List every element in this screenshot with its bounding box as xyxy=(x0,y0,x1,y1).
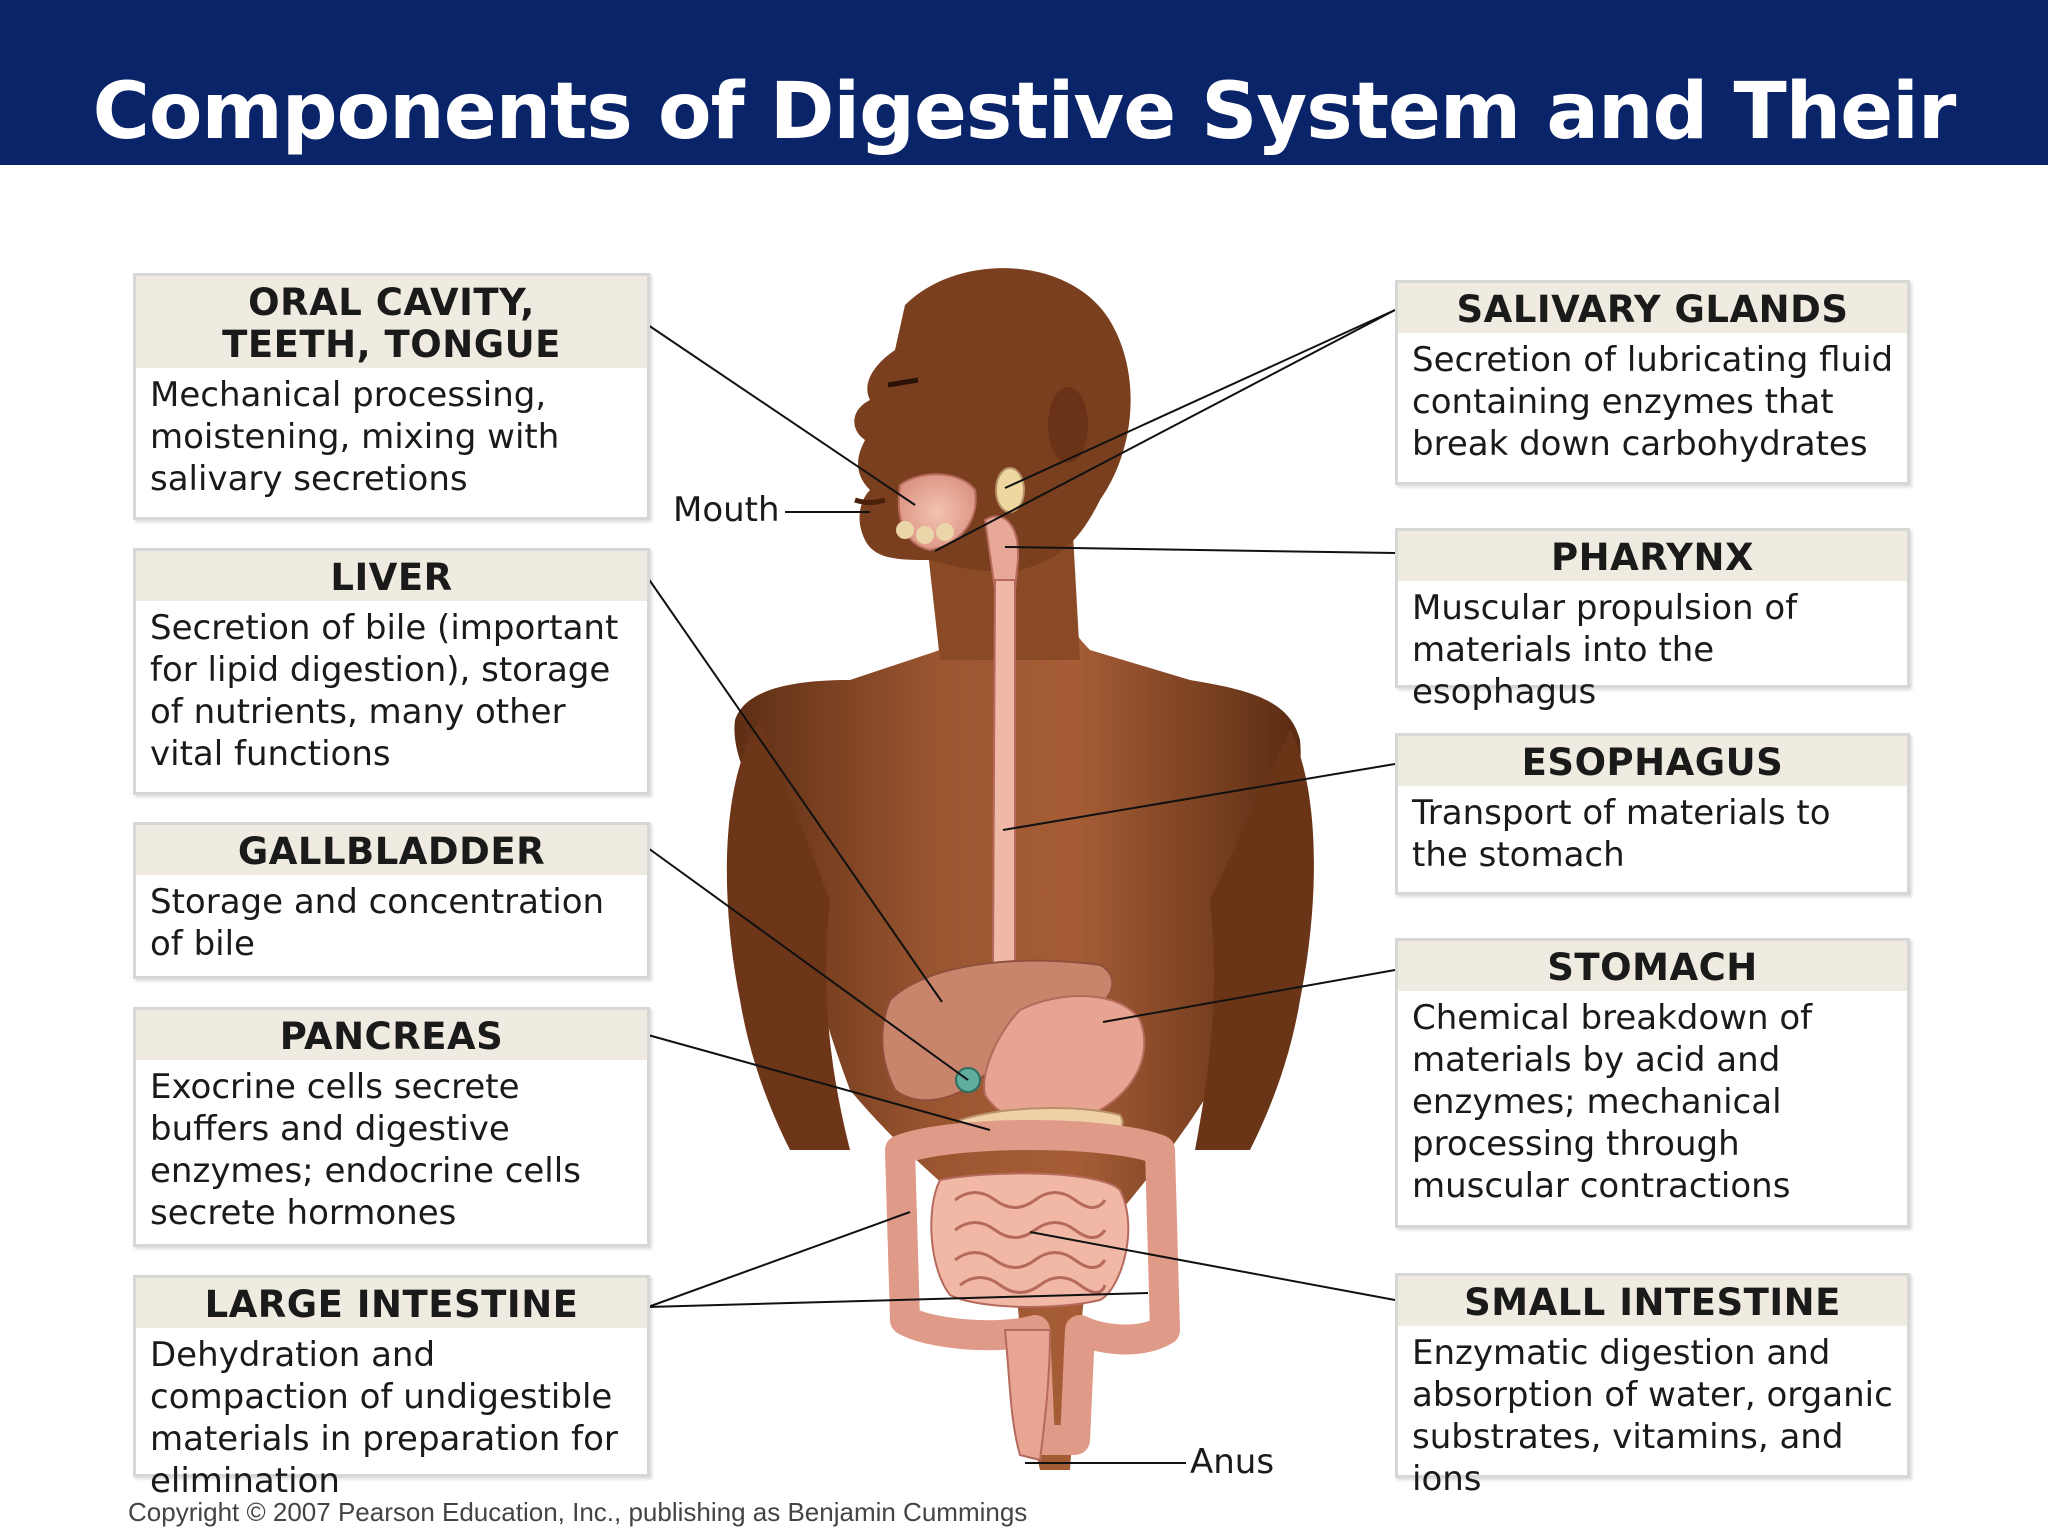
info-box-pancreas: PANCREAS Exocrine cells secrete buffers … xyxy=(133,1007,650,1247)
box-title: SALIVARY GLANDS xyxy=(1398,283,1907,333)
info-box-pharynx: PHARYNX Muscular propulsion of materials… xyxy=(1395,528,1910,712)
box-description: Enzymatic digestion and absorption of wa… xyxy=(1412,1333,1893,1499)
info-box-large-intestine: LARGE INTESTINE Dehydration and compacti… xyxy=(133,1275,650,1501)
box-title: LARGE INTESTINE xyxy=(136,1278,647,1328)
info-box-oral-cavity: ORAL CAVITY, TEETH, TONGUE Mechanical pr… xyxy=(133,273,650,520)
copyright-notice: Copyright © 2007 Pearson Education, Inc.… xyxy=(128,1497,1028,1527)
digestive-organs xyxy=(881,467,1180,1462)
box-title: LIVER xyxy=(136,551,647,601)
anatomy-illustration xyxy=(647,268,1396,1470)
box-title: SMALL INTESTINE xyxy=(1398,1276,1907,1326)
box-title: PANCREAS xyxy=(136,1010,647,1060)
title-banner: Components of Digestive System and Their… xyxy=(0,0,2048,257)
info-box-liver: LIVER Secretion of bile (important for l… xyxy=(133,548,650,795)
leader-lines xyxy=(647,309,1396,1464)
box-description: Chemical breakdown of materials by acid … xyxy=(1412,998,1813,1206)
box-title: ORAL CAVITY, TEETH, TONGUE xyxy=(136,276,647,368)
box-title: STOMACH xyxy=(1398,941,1907,991)
box-description: Muscular propulsion of materials into th… xyxy=(1412,588,1798,712)
box-description: Storage and concentration of bile xyxy=(150,882,605,964)
box-title: PHARYNX xyxy=(1398,531,1907,581)
box-title: ESOPHAGUS xyxy=(1398,736,1907,786)
box-description: Exocrine cells secrete buffers and diges… xyxy=(150,1067,581,1233)
info-box-stomach: STOMACH Chemical breakdown of materials … xyxy=(1395,938,1910,1228)
box-description: Mechanical processing, moistening, mixin… xyxy=(150,375,560,499)
box-title: GALLBLADDER xyxy=(136,825,647,875)
info-box-small-intestine: SMALL INTESTINE Enzymatic digestion and … xyxy=(1395,1273,1910,1499)
label-anus: Anus xyxy=(1190,1442,1275,1482)
info-box-esophagus: ESOPHAGUS Transport of materials to the … xyxy=(1395,733,1910,895)
label-mouth: Mouth xyxy=(673,490,780,530)
page-title: Components of Digestive System and Their… xyxy=(92,67,1957,257)
info-box-gallbladder: GALLBLADDER Storage and concentration of… xyxy=(133,822,650,979)
box-description: Secretion of lubricating fluid containin… xyxy=(1412,340,1894,464)
box-description: Dehydration and compaction of undigestib… xyxy=(150,1335,618,1501)
box-description: Transport of materials to the stomach xyxy=(1412,793,1831,875)
box-description: Secretion of bile (important for lipid d… xyxy=(150,608,619,774)
info-box-salivary-glands: SALIVARY GLANDS Secretion of lubricating… xyxy=(1395,280,1910,485)
